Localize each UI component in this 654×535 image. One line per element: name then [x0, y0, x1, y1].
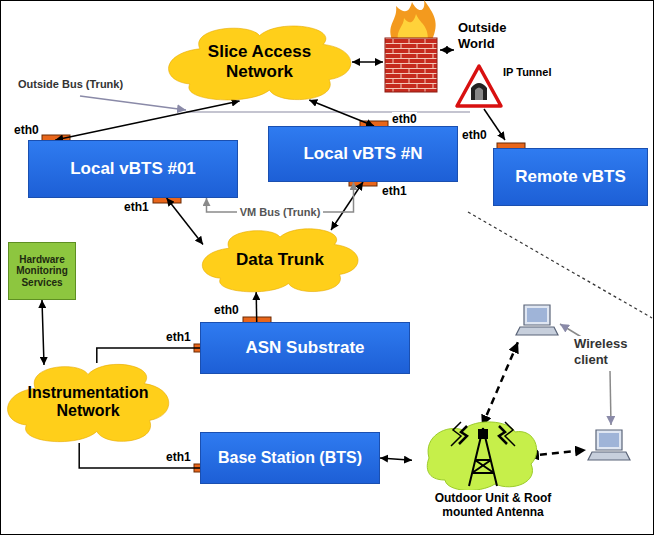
connector [380, 458, 412, 460]
service-box: Hardware Monitoring Services [8, 242, 76, 300]
connector [79, 443, 200, 468]
connector [42, 300, 44, 365]
connector [309, 100, 374, 126]
leader-line [610, 371, 611, 425]
node-label: Hardware Monitoring Services [11, 254, 73, 289]
port-label: eth0 [462, 128, 487, 142]
network-cloud: Data Trunk [195, 222, 365, 297]
firewall-icon [385, 0, 437, 92]
process-box: Local vBTS #01 [28, 140, 238, 198]
connector [55, 101, 239, 140]
process-box: ASN Substrate [200, 322, 410, 374]
antenna-unit: Outdoor Unit & Roof mounted Antenna [412, 418, 574, 532]
node-label: Data Trunk [236, 250, 324, 270]
bus-label: Outside Bus (Trunk) [18, 78, 123, 91]
node-label: Base Station (BTS) [218, 449, 362, 467]
node-label: Slice Access Network [173, 42, 346, 81]
node-label: Instrumentation Network [12, 384, 164, 421]
network-cloud: Instrumentation Network [0, 356, 176, 448]
antenna-tower-icon [423, 418, 563, 490]
callout-label: Wireless client [574, 336, 644, 367]
process-box: Base Station (BTS) [200, 432, 380, 484]
process-box: Remote vBTS [493, 148, 648, 206]
bus-arrow [80, 96, 186, 110]
connector [167, 198, 203, 245]
tunnel-sign [457, 66, 501, 106]
bus-line [186, 111, 470, 113]
node-label: Remote vBTS [515, 167, 626, 187]
port-label: eth1 [166, 330, 191, 344]
node-label: Local vBTS #N [303, 144, 422, 164]
edge-label: VM Bus (Trunk) [237, 206, 324, 218]
outside-arrow [440, 49, 454, 51]
node-label: ASN Substrate [245, 338, 364, 358]
port-label: eth0 [392, 112, 417, 126]
node-label: Outdoor Unit & Roof mounted Antenna [412, 492, 574, 520]
firewall-arrow [352, 61, 383, 63]
wireless-link [482, 342, 518, 426]
node-label: Local vBTS #01 [70, 159, 196, 179]
connector [97, 348, 200, 363]
network-label: IP Tunnel [503, 66, 552, 79]
laptop-icon [516, 305, 558, 335]
port-label: eth1 [124, 200, 149, 214]
zone-boundary [468, 212, 652, 318]
tunnel-arrow [484, 109, 505, 140]
port-label: eth1 [382, 184, 407, 198]
network-label: Outside World [458, 20, 510, 51]
connector [255, 292, 257, 322]
port-label: eth0 [214, 303, 239, 317]
port-label: eth0 [14, 123, 39, 137]
port-label: eth1 [166, 450, 191, 464]
connector [331, 182, 363, 230]
laptop-icon [588, 430, 630, 460]
network-cloud: Slice Access Network [160, 18, 359, 106]
process-box: Local vBTS #N [268, 126, 458, 182]
